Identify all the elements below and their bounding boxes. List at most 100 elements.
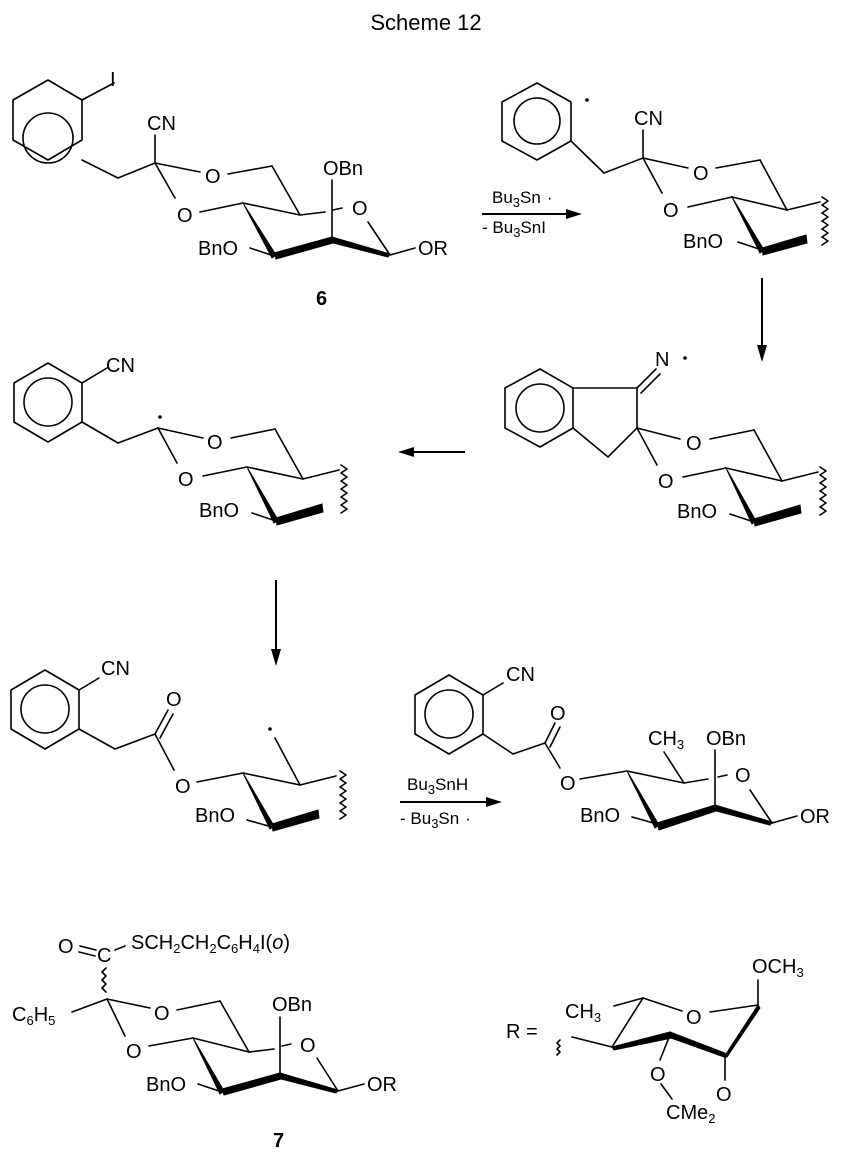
bno-label: BnO [580, 805, 620, 827]
wedge-bond [273, 236, 334, 260]
bond [271, 165, 301, 216]
wedge-bond [611, 1031, 673, 1051]
bond [81, 159, 119, 179]
bond [81, 367, 108, 384]
byproduct-below: - Bu3SnI [482, 218, 546, 240]
cme2-label: CMe2 [666, 1102, 715, 1126]
bond [642, 997, 683, 1012]
bond [154, 162, 176, 199]
n-label: N [655, 349, 669, 371]
bond [683, 778, 709, 784]
r-equals-label: R = [506, 1021, 538, 1043]
bond [246, 819, 273, 828]
ester-radical: CN O O BnO [10, 658, 347, 832]
bond [753, 429, 783, 482]
wavy-bond [821, 196, 829, 246]
wedge-bond [192, 1037, 225, 1095]
bond [631, 816, 658, 825]
bond [81, 421, 119, 444]
reaction-arrow-1: Bu3Sn· - Bu3SnI [482, 188, 582, 240]
bond [219, 1000, 250, 1053]
bno-label: BnO [146, 1074, 186, 1096]
r-group-definition: R = CH3 O OCH3 O O CMe2 [506, 956, 804, 1126]
bond [660, 1083, 673, 1100]
bond [302, 469, 340, 480]
ester-o-label: O [175, 776, 191, 798]
bond [199, 202, 244, 213]
bond [157, 427, 204, 439]
o-label: O [126, 1041, 142, 1063]
bond [230, 428, 276, 439]
methyl-label: CH3 [565, 1001, 601, 1025]
obn-label: OBn [706, 728, 746, 750]
or-label: OR [418, 238, 448, 260]
bond [715, 159, 761, 169]
cn-label: CN [106, 355, 135, 377]
scheme-title: Scheme 12 [370, 10, 481, 35]
bond [106, 998, 151, 1009]
wedge-bond [331, 236, 391, 258]
double-bond [636, 368, 657, 389]
bond [709, 429, 755, 440]
bond [202, 466, 248, 477]
bond [749, 789, 773, 824]
double-bond [78, 951, 96, 957]
compound-6: I CN O O O OBn OR BnO 6 [12, 69, 448, 310]
bond [249, 247, 275, 257]
bond [663, 751, 685, 784]
o-label: O [716, 1084, 732, 1106]
bond [154, 733, 175, 771]
wedge-bond [626, 770, 660, 829]
wedge-bond [753, 504, 802, 527]
bond [759, 159, 788, 211]
bond [248, 1048, 275, 1053]
o-label: O [177, 205, 193, 227]
bond [251, 512, 277, 522]
double-bond [544, 722, 556, 744]
o-label: O [693, 163, 709, 185]
radical-dot [268, 727, 272, 731]
bond [106, 998, 126, 1037]
iodo-label: I [110, 69, 116, 91]
bond [626, 770, 685, 784]
bond [78, 728, 116, 750]
o-label: O [650, 1064, 666, 1086]
bond [71, 998, 108, 1013]
ring-o-label: O [735, 765, 751, 787]
double-bond [154, 709, 169, 735]
byproduct-below: - Bu3Sn· [400, 809, 471, 831]
bno-label: BnO [199, 500, 239, 522]
bond [246, 466, 304, 480]
o-label: O [658, 471, 674, 493]
bond [636, 427, 681, 440]
bond [299, 775, 337, 786]
bond [717, 774, 728, 778]
o-label: O [686, 433, 702, 455]
ring-o-label: O [300, 1035, 316, 1057]
or-label: OR [800, 806, 830, 828]
wedge-bond [242, 202, 277, 259]
wedge-bond [656, 804, 717, 831]
compound-label-6: 6 [316, 288, 327, 310]
acetal-radical: CN O O BnO [13, 355, 348, 526]
ring-o-label: O [686, 1007, 702, 1029]
radical-dot [585, 98, 589, 102]
wedge-bond [723, 1004, 761, 1058]
compound-label-7: 7 [273, 1130, 284, 1152]
o-label: O [207, 432, 223, 454]
iminyl-radical: N O O BnO [504, 349, 827, 527]
wavy-bond [556, 1039, 561, 1056]
bond [781, 471, 819, 482]
bond [482, 682, 504, 696]
phenyl-label: C6H5 [12, 1004, 55, 1028]
benzene-ring [12, 79, 83, 164]
methyl-label: CH3 [648, 728, 684, 752]
o-label: O [154, 1003, 170, 1025]
bond [242, 772, 301, 786]
wavy-bond [339, 770, 347, 820]
bond [227, 165, 273, 175]
o-label: O [205, 166, 221, 188]
bond [274, 428, 304, 480]
reagent-above: Bu3SnH [407, 775, 468, 797]
